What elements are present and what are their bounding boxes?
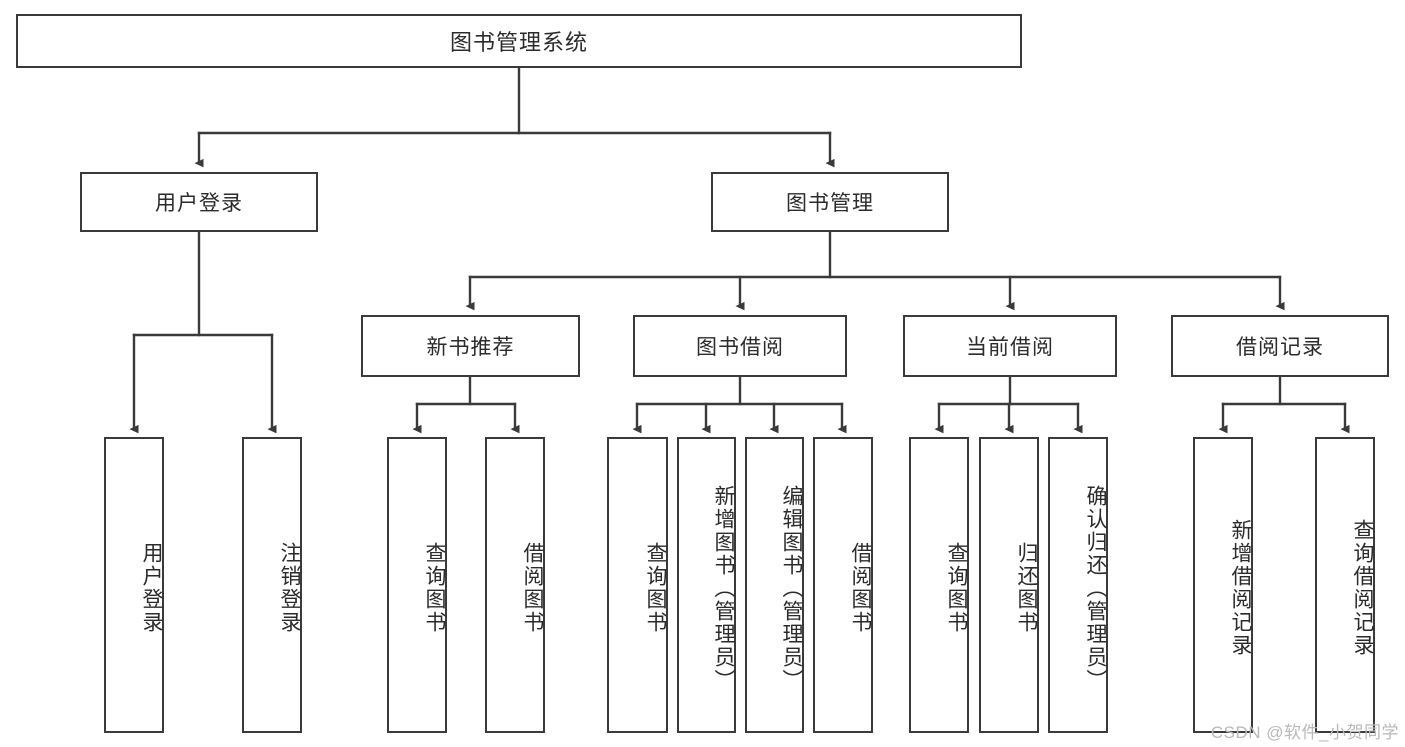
leaf-label: 借阅图书: [521, 542, 544, 634]
node-user-login[interactable]: 用户登录: [80, 172, 318, 232]
csdn-watermark: CSDN @软件_小贺同学: [1210, 723, 1399, 742]
leaf-query-book-1[interactable]: 查询图书: [387, 437, 447, 733]
leaf-label: 查询图书: [945, 542, 968, 634]
leaf-label: 查询图书: [644, 542, 667, 634]
leaf-label: 借阅图书: [849, 542, 872, 634]
leaf-label: 编辑图书（管理员）: [780, 484, 803, 692]
leaf-borrow-book-2[interactable]: 借阅图书: [813, 437, 873, 733]
leaf-edit-book[interactable]: 编辑图书（管理员）: [745, 437, 804, 733]
node-root-system[interactable]: 图书管理系统: [16, 14, 1022, 68]
leaf-label: 新增图书（管理员）: [712, 484, 735, 692]
leaf-return-book[interactable]: 归还图书: [979, 437, 1039, 733]
node-new-book-recommend[interactable]: 新书推荐: [361, 315, 580, 377]
node-book-manage[interactable]: 图书管理: [711, 172, 949, 232]
leaf-label: 查询借阅记录: [1351, 519, 1374, 657]
leaf-confirm-return[interactable]: 确认归还（管理员）: [1048, 437, 1108, 733]
leaf-add-book[interactable]: 新增图书（管理员）: [677, 437, 736, 733]
leaf-label: 新增借阅记录: [1229, 519, 1252, 657]
node-current-borrow[interactable]: 当前借阅: [903, 315, 1117, 377]
leaf-borrow-book-1[interactable]: 借阅图书: [485, 437, 545, 733]
leaf-user-login[interactable]: 用户登录: [104, 437, 164, 733]
node-borrow-record[interactable]: 借阅记录: [1171, 315, 1389, 377]
leaf-query-book-2[interactable]: 查询图书: [607, 437, 668, 733]
leaf-label: 确认归还（管理员）: [1084, 484, 1107, 692]
leaf-query-record[interactable]: 查询借阅记录: [1315, 437, 1375, 733]
leaf-label: 查询图书: [423, 542, 446, 634]
leaf-logout-login[interactable]: 注销登录: [242, 437, 302, 733]
leaf-add-record[interactable]: 新增借阅记录: [1193, 437, 1253, 733]
leaf-label: 归还图书: [1015, 542, 1038, 634]
leaf-label: 注销登录: [278, 542, 301, 634]
leaf-label: 用户登录: [140, 542, 163, 634]
node-book-borrow[interactable]: 图书借阅: [633, 315, 847, 377]
leaf-query-book-3[interactable]: 查询图书: [909, 437, 969, 733]
